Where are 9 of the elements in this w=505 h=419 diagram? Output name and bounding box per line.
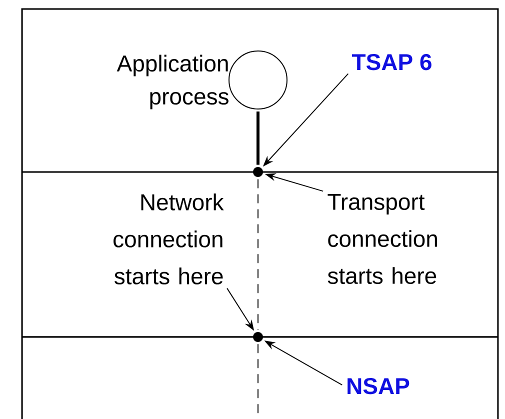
callout-text: Network connection starts here: [114, 194, 224, 284]
sap-label: TSAP 6: [352, 54, 432, 70]
connection-point: [253, 166, 263, 177]
process-circle: [228, 50, 288, 110]
sap-label: NSAP: [348, 378, 410, 394]
callout-text: Transport connection starts here: [328, 194, 437, 284]
process-label: Application process: [116, 54, 228, 110]
connection-point: [253, 332, 263, 342]
connector-line: [256, 112, 260, 165]
